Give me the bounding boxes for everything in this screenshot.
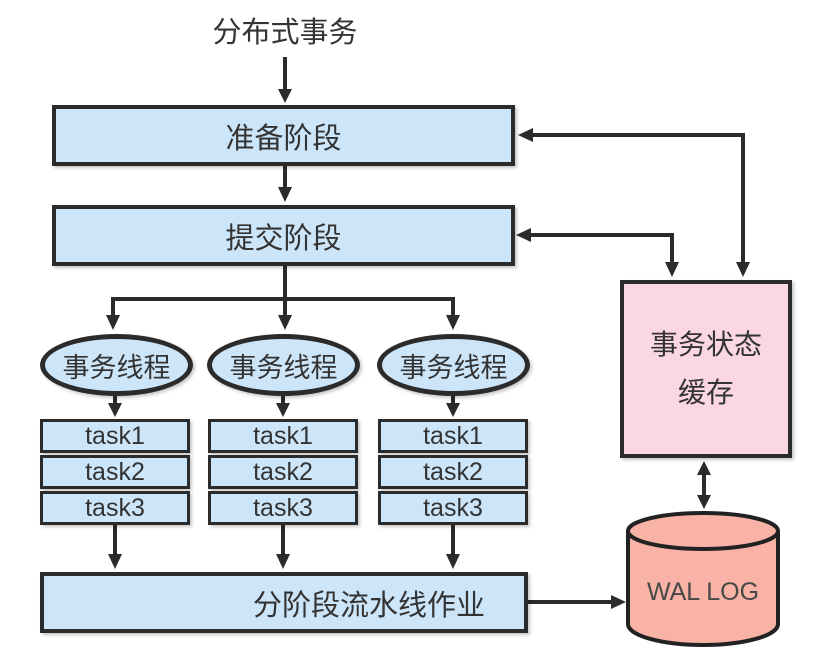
- task-node: task2: [378, 455, 528, 489]
- arrow-tasks-to-pipeline: [108, 525, 460, 569]
- thread-ellipse-3: 事务线程: [377, 334, 530, 396]
- prepare-phase-label: 准备阶段: [225, 122, 342, 155]
- task-node: task3: [378, 491, 528, 525]
- arrow-commit-to-threads: [106, 265, 460, 330]
- thread-label: 事务线程: [62, 352, 171, 383]
- task-label: task3: [423, 493, 483, 522]
- connector-cache-commit: [516, 228, 679, 277]
- connector-cache-prepare: [518, 128, 750, 277]
- arrow-title-to-prepare: [278, 57, 292, 103]
- task-label: task2: [253, 457, 313, 486]
- task-node: task2: [208, 455, 358, 489]
- commit-phase-node: 提交阶段: [52, 205, 515, 266]
- task-label: task1: [85, 421, 145, 450]
- cache-label-line1: 事务状态: [649, 329, 762, 360]
- cache-label-line2: 缓存: [677, 377, 734, 408]
- task-node: task3: [208, 491, 358, 525]
- task-node: task1: [208, 419, 358, 453]
- pipeline-label: 分阶段流水线作业: [252, 589, 485, 622]
- diagram-title: 分布式事务: [212, 17, 358, 49]
- thread-label: 事务线程: [399, 352, 508, 383]
- arrow-cache-wal-bidirectional: [697, 461, 711, 509]
- arrow-prepare-to-commit: [278, 166, 292, 202]
- task-node: task2: [40, 455, 190, 489]
- task-node: task1: [40, 419, 190, 453]
- commit-phase-label: 提交阶段: [225, 222, 342, 255]
- arrow-pipeline-to-wal: [528, 595, 626, 609]
- thread-ellipse-2: 事务线程: [207, 334, 360, 396]
- task-label: task1: [253, 421, 313, 450]
- pipeline-node: 分阶段流水线作业: [40, 572, 528, 633]
- wal-cylinder: [626, 511, 780, 647]
- task-node: task1: [378, 419, 528, 453]
- task-label: task3: [253, 493, 313, 522]
- task-label: task1: [423, 421, 483, 450]
- task-node: task3: [40, 491, 190, 525]
- task-label: task2: [423, 457, 483, 486]
- task-label: task3: [85, 493, 145, 522]
- task-label: task2: [85, 457, 145, 486]
- cache-node: 事务状态 缓存: [620, 280, 792, 458]
- arrow-thread-to-tasks: [108, 396, 460, 417]
- thread-ellipse-1: 事务线程: [40, 334, 193, 396]
- prepare-phase-node: 准备阶段: [52, 105, 515, 166]
- wal-log-label: WAL LOG: [646, 578, 760, 606]
- thread-label: 事务线程: [229, 352, 338, 383]
